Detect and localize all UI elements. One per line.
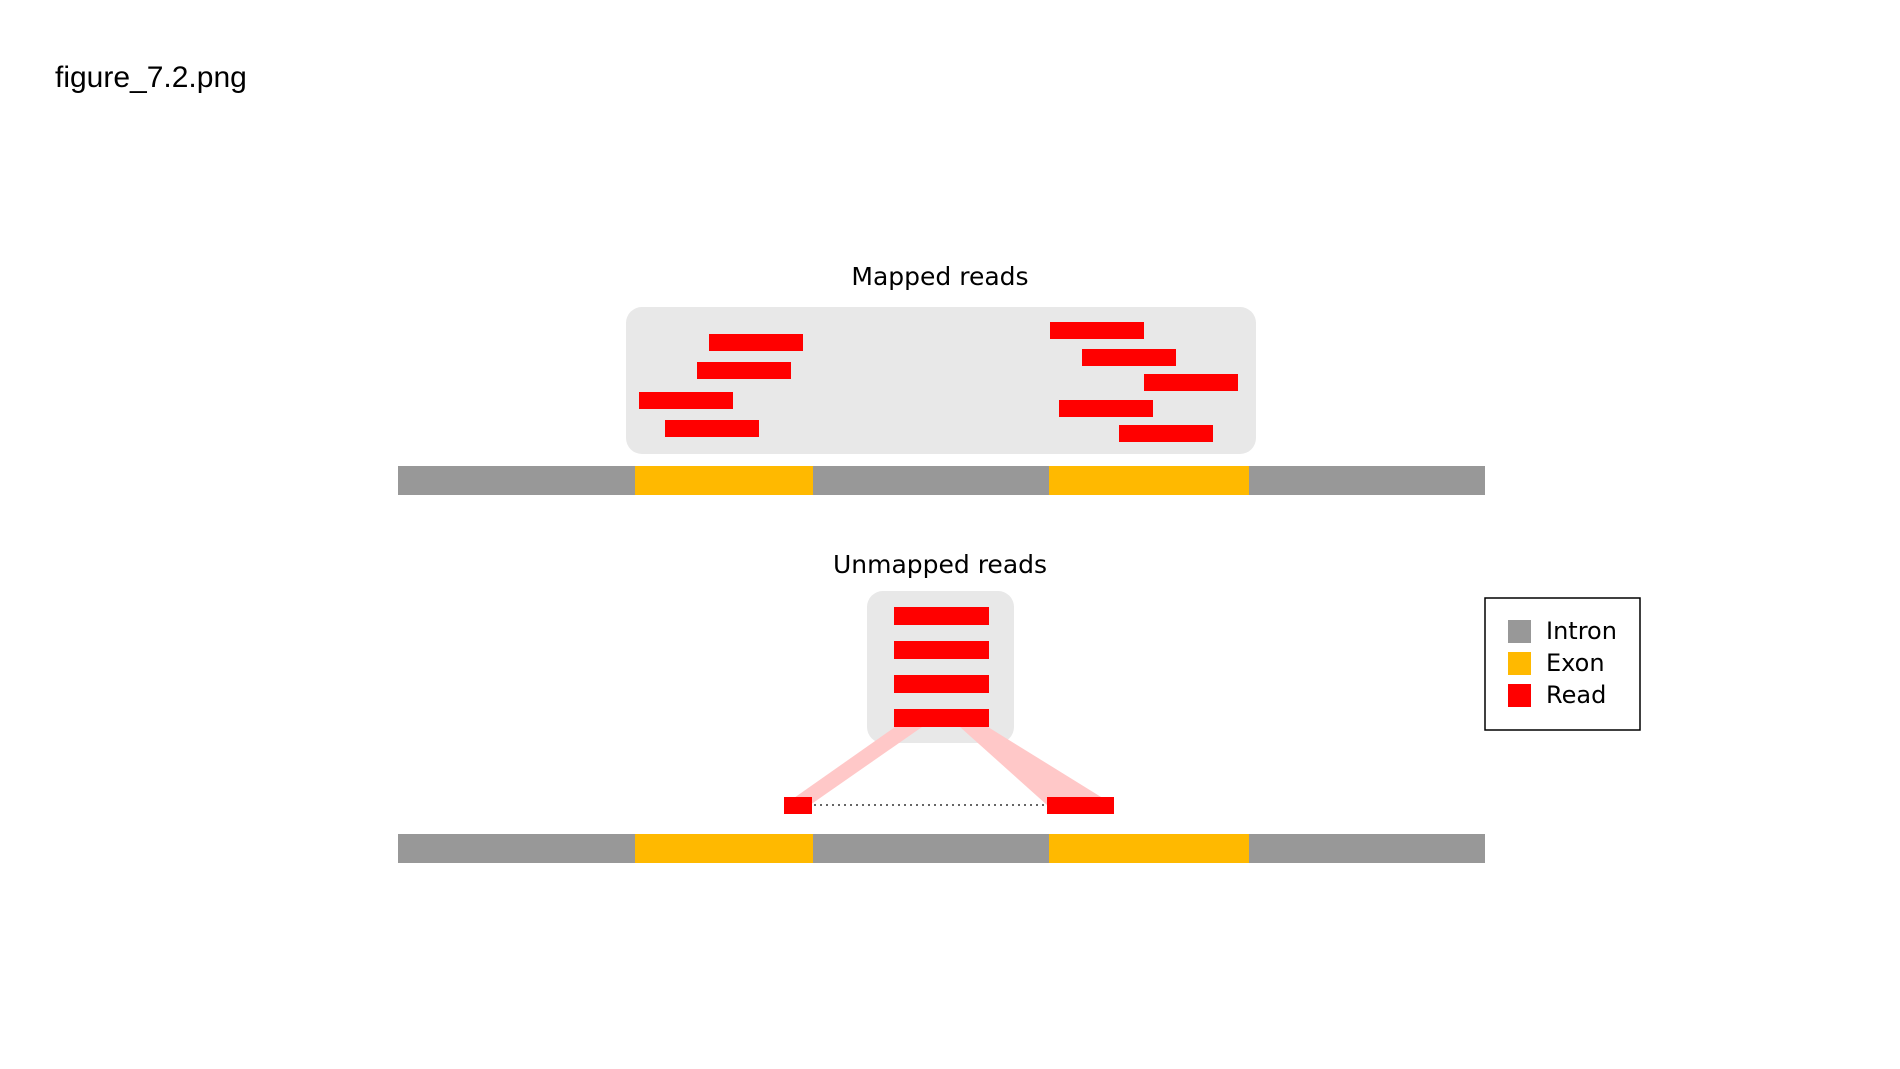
legend-swatch-exon [1508, 652, 1531, 675]
intron-segment [1249, 466, 1485, 495]
mapped-gene-track [398, 466, 1485, 495]
read-split-link-left [784, 727, 922, 805]
split-read-left-piece [784, 797, 812, 814]
split-read-right-piece [1047, 797, 1114, 814]
mapped-read [665, 420, 759, 437]
legend-label-intron: Intron [1546, 617, 1617, 645]
unmapped-gene-track [398, 834, 1485, 863]
legend-box [1484, 597, 1641, 731]
mapped-read [1050, 322, 1144, 339]
mapped-read [1059, 400, 1153, 417]
unmapped-reads-background [867, 591, 1014, 743]
unmapped-read [894, 675, 989, 693]
legend-label-read: Read [1546, 681, 1606, 709]
exon-segment [1049, 834, 1249, 863]
exon-segment [1049, 466, 1249, 495]
exon-segment [635, 466, 813, 495]
intron-segment [813, 466, 1049, 495]
legend-label-exon: Exon [1546, 649, 1605, 677]
unmapped-read [894, 709, 989, 727]
intron-segment [813, 834, 1049, 863]
intron-segment [398, 834, 635, 863]
mapped-reads-title: Mapped reads [851, 262, 1028, 291]
legend-swatch-intron [1508, 620, 1531, 643]
intron-segment [1249, 834, 1485, 863]
mapped-read [709, 334, 803, 351]
unmapped-reads-title: Unmapped reads [833, 550, 1047, 579]
unmapped-reads-panel: Unmapped reads [784, 550, 1114, 814]
unmapped-read [894, 641, 989, 659]
read-split-link-right [960, 727, 1114, 805]
exon-segment [635, 834, 813, 863]
mapped-read [697, 362, 791, 379]
intron-segment [398, 466, 635, 495]
file-name-label: figure_7.2.png [55, 61, 247, 94]
legend: Intron Exon Read [1484, 597, 1641, 731]
unmapped-read [894, 607, 989, 625]
mapped-read [1082, 349, 1176, 366]
mapped-read [1119, 425, 1213, 442]
mapped-read [1144, 374, 1238, 391]
mapped-read [639, 392, 733, 409]
mapped-reads-panel: Mapped reads [626, 262, 1256, 454]
legend-swatch-read [1508, 684, 1531, 707]
